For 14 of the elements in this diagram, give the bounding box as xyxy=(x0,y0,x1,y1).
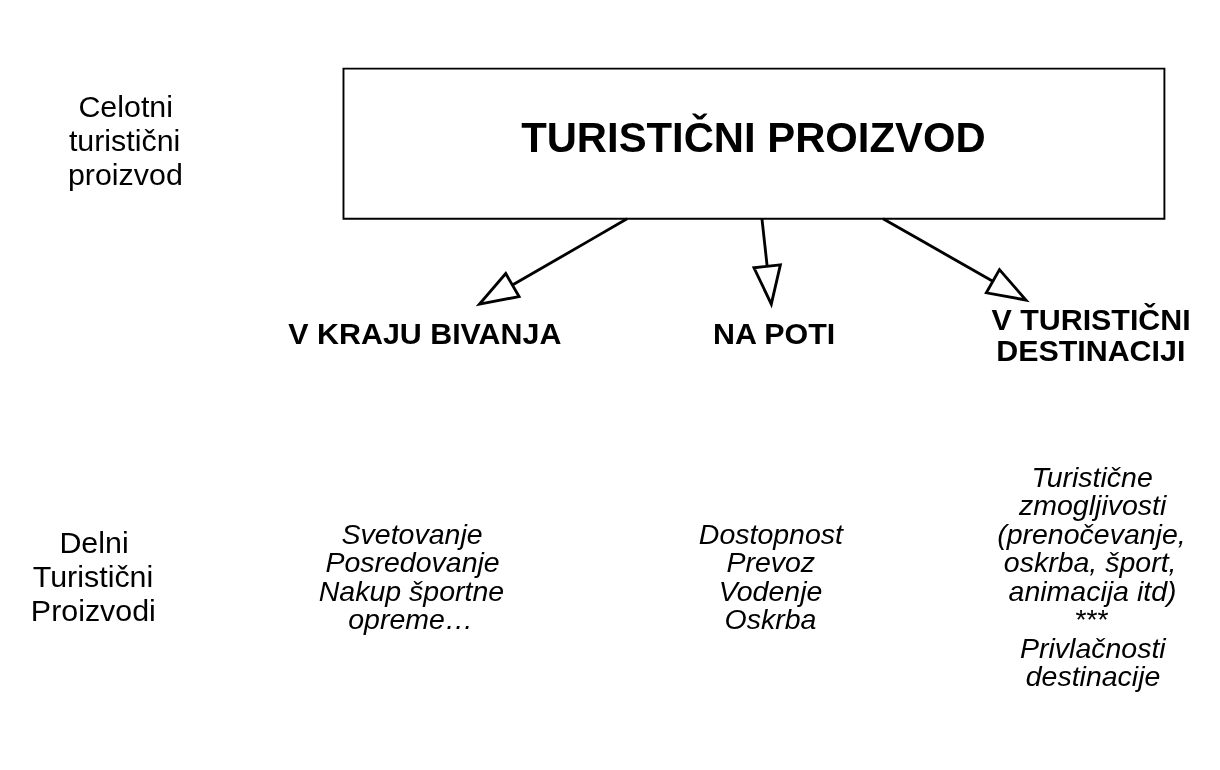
node-label: Dostopnost xyxy=(698,517,844,550)
arrow xyxy=(751,218,783,309)
node-text: V TURISTIČNI DESTINACIJI xyxy=(991,302,1191,367)
node-text: V KRAJU BIVANJA xyxy=(288,315,562,350)
label: Celotni turistični proizvod xyxy=(67,88,183,192)
node-label: Turistične zmogljivosti (prenočevanje, oskrba, šport, animacija itd) xyxy=(997,460,1186,607)
label: Delni Turistični Proizvodi xyxy=(30,524,156,628)
arrow xyxy=(882,217,1030,303)
arrow xyxy=(475,217,628,307)
node-label: Svetovanje xyxy=(341,517,483,550)
node-box: TURISTIČNI PROIZVOD xyxy=(342,67,1166,220)
node-text: NA POTI xyxy=(713,315,836,350)
node-label: Vodenje xyxy=(718,574,823,607)
node-label: Privlačnosti destinacije xyxy=(1019,631,1166,693)
